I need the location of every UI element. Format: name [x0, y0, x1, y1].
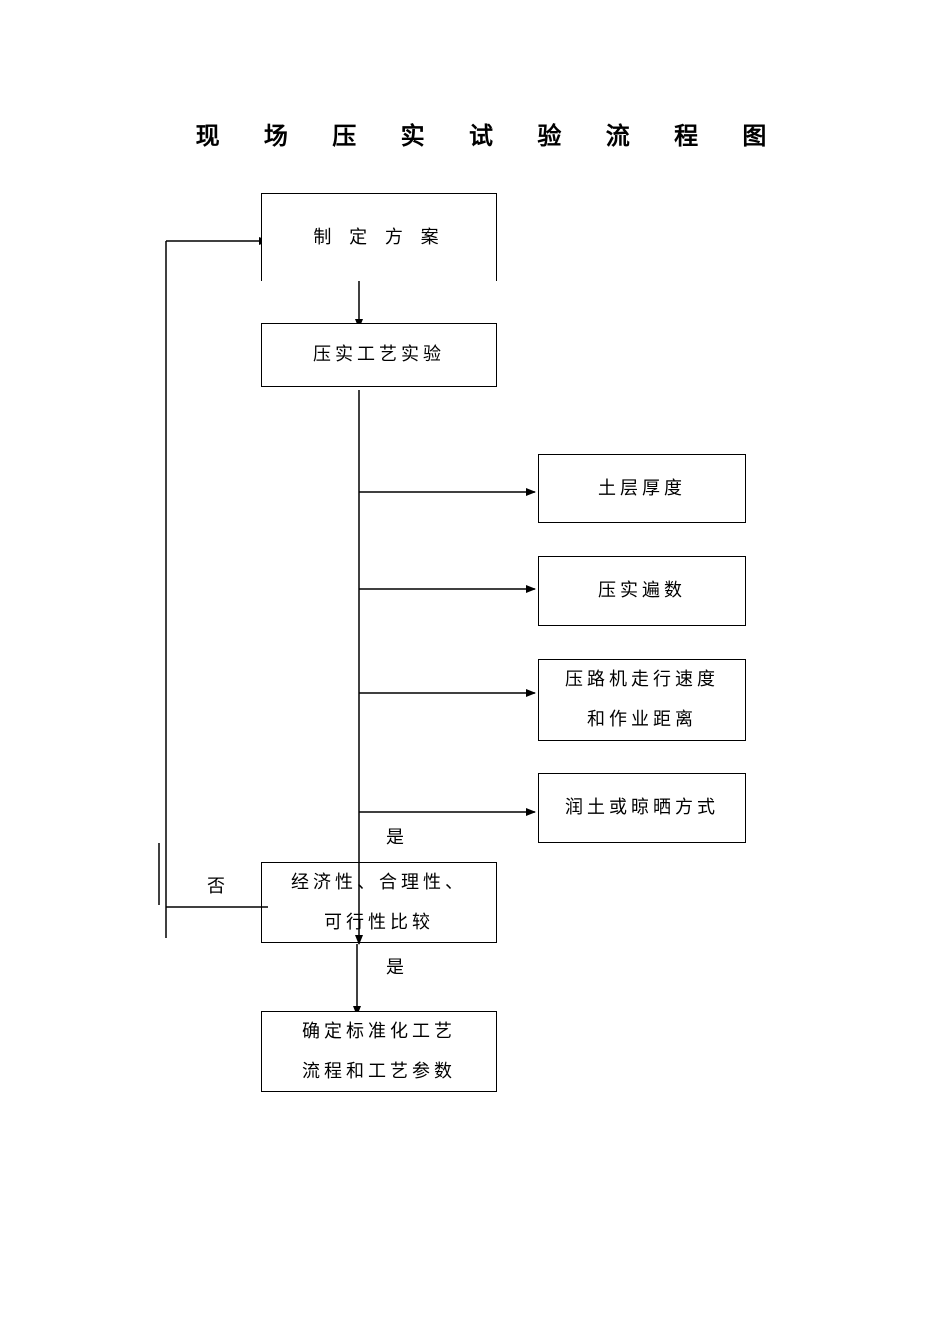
node-compare: 经济性、合理性、 可行性比较: [261, 862, 497, 943]
node-standard: 确定标准化工艺 流程和工艺参数: [261, 1011, 497, 1092]
yes-label-2: 是: [386, 957, 404, 978]
node-compaction-passes-label: 压实遍数: [598, 580, 686, 601]
node-compaction-passes: 压实遍数: [538, 556, 746, 626]
node-roller: 压路机走行速度 和作业距离: [538, 659, 746, 741]
page-title: 现 场 压 实 试 验 流 程 图: [195, 122, 785, 150]
no-label: 否: [207, 876, 225, 897]
node-compaction-test-label: 压实工艺实验: [313, 344, 445, 365]
node-standard-line-2: 流程和工艺参数: [302, 1060, 456, 1082]
yes-label-1: 是: [386, 827, 404, 848]
node-standard-line-1: 确定标准化工艺: [302, 1020, 456, 1042]
node-moisture: 润土或晾晒方式: [538, 773, 746, 843]
node-roller-line-1: 压路机走行速度: [565, 669, 719, 690]
node-compaction-test: 压实工艺实验: [261, 323, 497, 387]
node-soil-thickness-label: 土层厚度: [598, 477, 686, 499]
node-compare-line-2: 可行性比较: [324, 911, 434, 933]
node-compare-line-1: 经济性、合理性、: [291, 871, 467, 893]
node-plan: 制 定 方 案: [261, 193, 497, 281]
node-soil-thickness: 土层厚度: [538, 454, 746, 523]
node-plan-label: 制 定 方 案: [313, 226, 445, 248]
node-roller-line-2: 和作业距离: [587, 709, 697, 730]
node-moisture-label: 润土或晾晒方式: [565, 797, 719, 818]
